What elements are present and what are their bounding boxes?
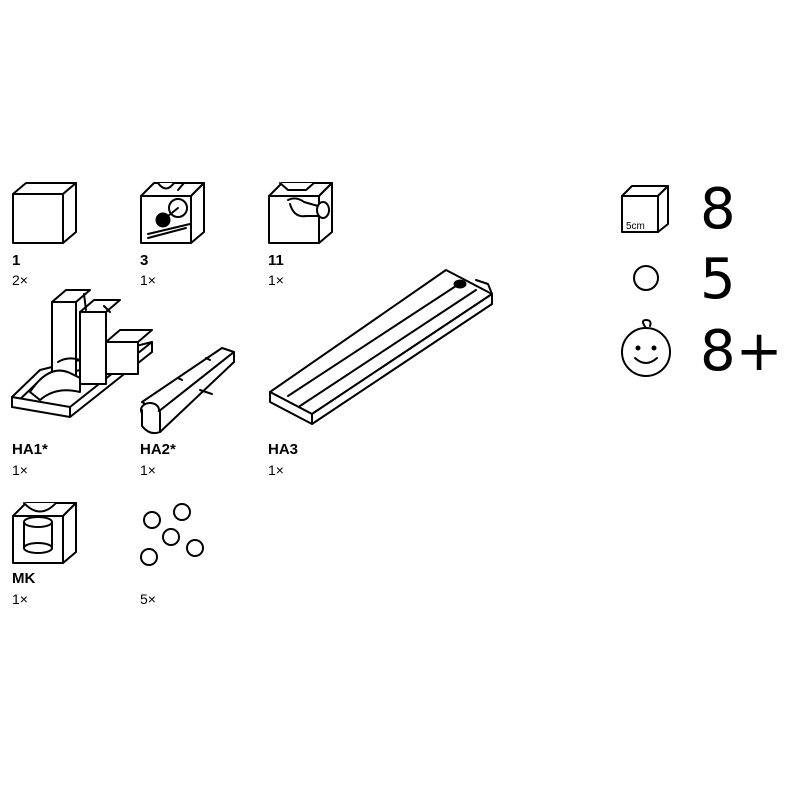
part-quantity: 1× (268, 462, 284, 478)
summary-ball-row: 5 (620, 250, 790, 310)
part-quantity: 1× (12, 462, 28, 478)
part-1: 1 2× (10, 180, 80, 288)
cube-icon (12, 182, 77, 244)
part-code: HA1* (12, 441, 48, 458)
part-marbles: 5× (138, 500, 218, 607)
part-code: 1 (12, 252, 21, 269)
part-quantity: 1× (12, 591, 28, 607)
part-code: 11 (268, 252, 284, 269)
ball-count: 5 (700, 247, 736, 312)
part-quantity: 2× (12, 272, 28, 288)
age-label: 8+ (700, 319, 783, 384)
long-rail-icon (269, 269, 493, 425)
part-code: HA3 (268, 441, 299, 458)
part-quantity: 5× (140, 591, 156, 607)
part-code: 3 (140, 252, 149, 269)
part-3: 3 1× (138, 180, 213, 288)
marbles-icon (140, 503, 204, 566)
part-mk: MK 1× (10, 500, 85, 607)
part-quantity: 1× (268, 272, 284, 288)
smiley-face-icon (621, 319, 671, 377)
part-quantity: 1× (140, 272, 156, 288)
part-ha3: HA3 1× (266, 268, 506, 483)
summary-age-row: 8+ (620, 318, 795, 384)
summary-cube-row: 5cm 8 (620, 180, 790, 240)
tall-stand-icon (11, 289, 153, 418)
cube-size-icon (621, 185, 669, 233)
cube-size-label: 5cm (626, 221, 645, 232)
cube-count: 8 (700, 177, 736, 242)
part-ha1: HA1* 1× (10, 282, 160, 482)
short-rail-icon (140, 347, 235, 435)
part-code: MK (12, 570, 36, 587)
cube-ball-groove-icon (140, 182, 205, 244)
cube-cylinder-icon (12, 502, 77, 564)
part-11: 11 1× (266, 180, 341, 288)
part-quantity: 1× (140, 462, 156, 478)
ball-icon (633, 265, 659, 291)
cube-tunnel-icon (268, 182, 333, 244)
part-ha2: HA2* 1× (138, 340, 248, 485)
part-code: HA2* (140, 441, 176, 458)
